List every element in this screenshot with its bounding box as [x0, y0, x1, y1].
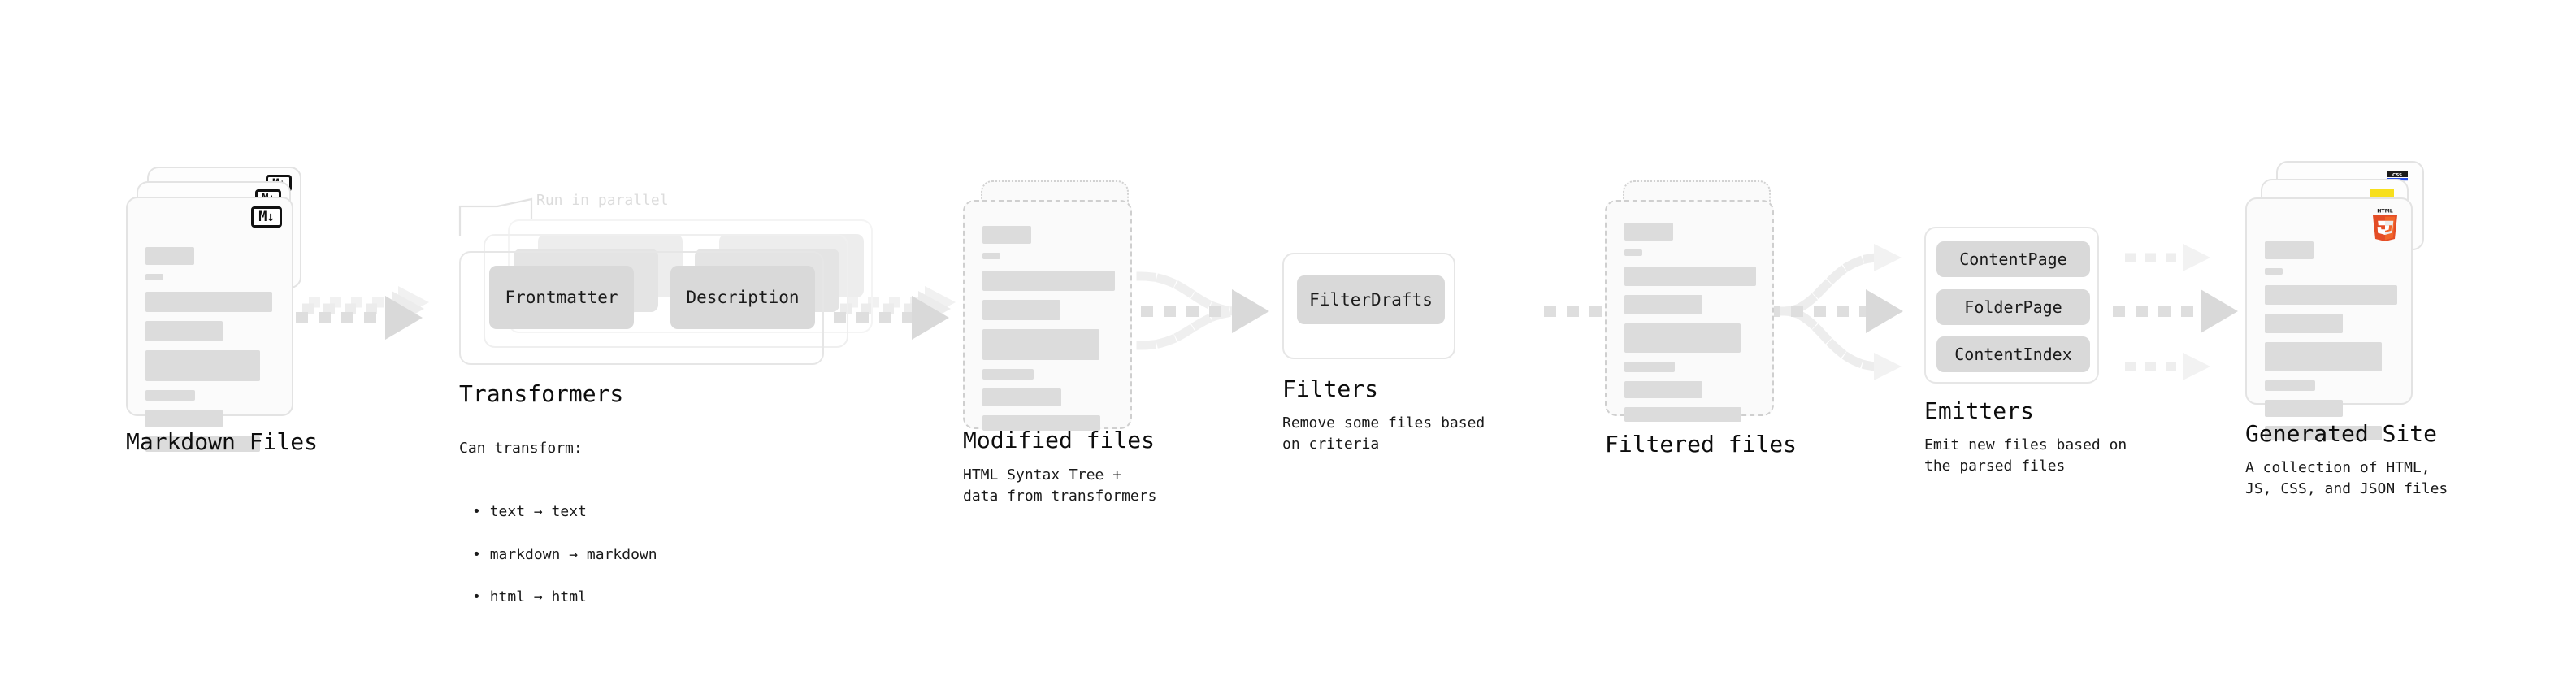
arrow-modified-to-filters	[1136, 271, 1269, 350]
placeholder-bar	[982, 271, 1115, 291]
placeholder-bar	[145, 321, 223, 341]
html5-icon: HTML	[2373, 209, 2397, 241]
placeholder-bar	[982, 329, 1099, 360]
transformer-chip-frontmatter[interactable]: Frontmatter	[489, 266, 634, 329]
placeholder-bar	[2265, 380, 2315, 391]
filter-chip-filterdrafts[interactable]: FilterDrafts	[1297, 275, 1445, 324]
placeholder-bar	[2265, 314, 2343, 333]
transformers-box-front[interactable]: Frontmatter Description	[459, 251, 824, 365]
transformers-bullet: html → html	[472, 587, 657, 608]
stage-title-transformers: Transformers	[459, 380, 624, 407]
placeholder-bars	[1624, 223, 1756, 431]
placeholder-bar	[2265, 268, 2283, 275]
stage-title-generated-site: Generated Site	[2245, 420, 2438, 447]
placeholder-bar	[145, 436, 260, 452]
placeholder-bar	[2265, 342, 2382, 371]
transformer-chip-description[interactable]: Description	[670, 266, 815, 329]
placeholder-bar	[1624, 267, 1756, 286]
placeholder-bar	[145, 292, 272, 312]
emitter-chip-contentindex[interactable]: ContentIndex	[1936, 336, 2090, 372]
placeholder-bars	[145, 247, 274, 461]
placeholder-bar	[2265, 426, 2382, 440]
emitters-subtitle: Emit new files based on the parsed files	[1924, 436, 2127, 475]
placeholder-bar	[2265, 241, 2314, 259]
placeholder-bar	[1624, 249, 1642, 256]
placeholder-bar	[145, 274, 163, 280]
svg-text:HTML: HTML	[2377, 209, 2393, 215]
placeholder-bar	[145, 410, 223, 427]
generated-site-subtitle: A collection of HTML, JS, CSS, and JSON …	[2245, 459, 2448, 498]
modified-card-front	[963, 200, 1132, 431]
placeholder-bar	[2265, 285, 2397, 305]
stage-title-filtered-files: Filtered files	[1605, 431, 1798, 458]
transformers-bullet: text → text	[472, 501, 657, 523]
placeholder-bar	[2265, 400, 2343, 417]
stage-title-modified-files: Modified files	[963, 427, 1156, 453]
placeholder-bars	[2265, 241, 2397, 449]
filters-subtitle: Remove some files based on criteria	[1282, 414, 1485, 453]
transformers-subtitle-lead: Can transform:	[459, 440, 583, 458]
emitter-chip-folderpage[interactable]: FolderPage	[1936, 289, 2090, 325]
emitters-box[interactable]: ContentPage FolderPage ContentIndex	[1924, 227, 2099, 384]
svg-text:CSS: CSS	[2392, 173, 2402, 178]
transformers-subtitle: Can transform: text → text markdown → ma…	[459, 417, 657, 650]
placeholder-bar	[1624, 323, 1741, 353]
placeholder-bar	[982, 415, 1100, 431]
placeholder-bar	[1624, 223, 1673, 241]
placeholder-bar	[1624, 381, 1702, 398]
placeholder-bar	[982, 226, 1031, 244]
placeholder-bar	[982, 369, 1034, 380]
generated-card-front: HTML	[2245, 197, 2413, 440]
placeholder-bar	[145, 390, 195, 401]
markdown-icon: M↓	[251, 206, 282, 228]
arrow-markdown-to-transformers	[296, 286, 429, 340]
placeholder-bar	[1624, 407, 1741, 422]
stage-title-filters: Filters	[1282, 375, 1379, 402]
modified-files-subtitle: HTML Syntax Tree + data from transformer…	[963, 466, 1157, 505]
stage-title-markdown-files: Markdown Files	[126, 428, 319, 455]
filtered-card-front	[1605, 200, 1774, 422]
filters-box[interactable]: FilterDrafts	[1282, 253, 1455, 359]
placeholder-bar	[145, 247, 194, 265]
placeholder-bar	[1624, 362, 1675, 372]
arrow-emitters-to-site	[2113, 244, 2238, 380]
run-in-parallel-label: Run in parallel	[536, 192, 669, 209]
placeholder-bar	[982, 253, 1000, 259]
markdown-card-front: M↓	[126, 197, 293, 452]
transformers-bullet: markdown → markdown	[472, 544, 657, 566]
stage-title-emitters: Emitters	[1924, 397, 2034, 424]
emitter-chip-contentpage[interactable]: ContentPage	[1936, 241, 2090, 277]
placeholder-bar	[982, 300, 1060, 320]
placeholder-bar	[1624, 295, 1702, 314]
transformers-bullet-list: text → text markdown → markdown html → h…	[459, 480, 657, 629]
placeholder-bar	[982, 388, 1061, 406]
placeholder-bars	[982, 226, 1115, 440]
placeholder-bar	[145, 350, 260, 381]
